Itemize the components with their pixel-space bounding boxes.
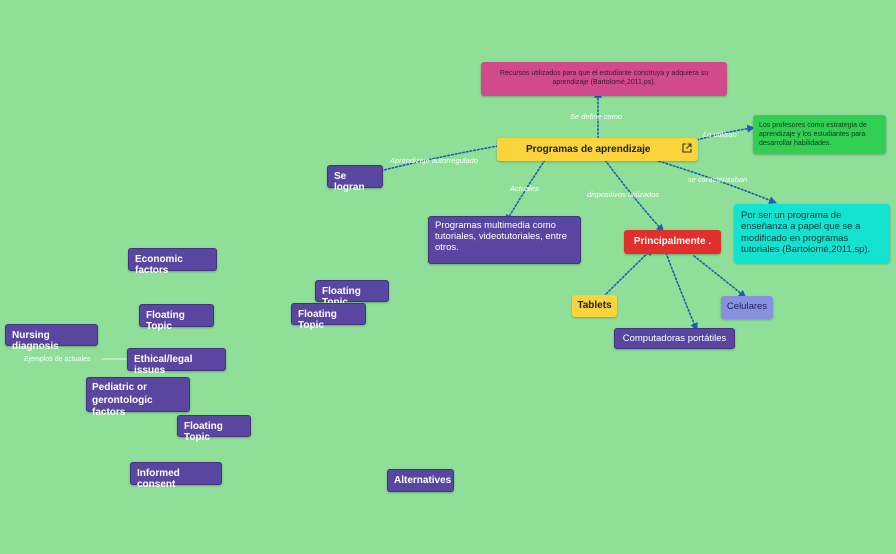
pediatric-factors-node[interactable]: Pediatric or gerontologic factors <box>86 377 190 418</box>
economic-factors-node[interactable]: Economic factors <box>128 248 217 276</box>
floating-topic-2[interactable]: Floating Topic <box>139 304 214 332</box>
current-node[interactable]: Programas multimedia como tutoriales, vi… <box>428 216 581 264</box>
devices-main-node[interactable]: Principalmente . <box>624 230 721 254</box>
characteristic-node[interactable]: Por ser un programa de enseñanza a papel… <box>734 204 890 263</box>
examples-label: Ejemplos de actuales <box>24 356 91 363</box>
central-topic-label: Programas de aprendizaje <box>526 144 651 155</box>
edge-label-current: Actuales <box>510 184 539 193</box>
pediatric-factors-label: Pediatric or gerontologic factors <box>92 382 153 418</box>
central-topic[interactable]: Programas de aprendizaje <box>497 138 698 161</box>
achieved-node[interactable]: Se logran <box>327 165 383 193</box>
floating-topic-1[interactable]: Floating Topic <box>315 280 389 308</box>
definition-text: Recursos utilizados para que el estudian… <box>499 70 709 87</box>
phones-label: Celulares <box>726 301 768 312</box>
edge-label-self-regulated: Aprendizaje autorregulado <box>390 156 478 165</box>
ethical-legal-node[interactable]: Ethical/legal issues <box>127 348 226 376</box>
tablets-label: Tablets <box>577 300 612 311</box>
informed-consent-node[interactable]: Informed consent <box>130 462 222 490</box>
nursing-diagnosis-label: Nursing diagnosis <box>12 330 59 352</box>
economic-factors-label: Economic factors <box>135 254 183 276</box>
floating-topic-4-label: Floating Topic <box>184 421 223 443</box>
characteristic-text: Por ser un programa de enseñanza a papel… <box>741 210 871 256</box>
tablets-node[interactable]: Tablets <box>572 295 617 317</box>
edge-phones <box>693 255 747 299</box>
laptops-label: Computadoras portátiles <box>622 333 727 344</box>
external-link-icon[interactable] <box>682 143 692 153</box>
edge-label-defined-as: Se define como <box>570 112 623 121</box>
edge-label-characterized: se caracterizaban <box>688 175 748 184</box>
users-node[interactable]: Los profesores como estrategia de aprend… <box>753 115 886 154</box>
ethical-legal-label: Ethical/legal issues <box>134 354 193 376</box>
edge-current <box>505 159 546 223</box>
floating-topic-3-label: Floating Topic <box>298 309 337 331</box>
laptops-node[interactable]: Computadoras portátiles <box>614 328 735 349</box>
floating-topic-3[interactable]: Floating Topic <box>291 303 366 331</box>
edge-tablets <box>603 247 654 297</box>
edge-label-devices-used: dispositivos utilizados <box>587 190 660 199</box>
users-text: Los profesores como estrategia de aprend… <box>759 122 867 148</box>
current-text: Programas multimedia como tutoriales, vi… <box>435 220 568 253</box>
edge-laptops <box>665 252 698 331</box>
achieved-label: Se logran <box>334 171 365 193</box>
alternatives-label: Alternatives <box>394 475 452 486</box>
edge-used-by <box>696 124 756 141</box>
devices-main-label: Principalmente . <box>633 236 712 247</box>
edge-characterized <box>654 159 777 204</box>
nursing-diagnosis-node[interactable]: Nursing diagnosis <box>5 324 98 352</box>
edge-label-used-by: Lo utilizan <box>703 130 737 139</box>
floating-topic-4[interactable]: Floating Topic <box>177 415 251 443</box>
floating-topic-2-label: Floating Topic <box>146 310 185 332</box>
edge-devices-used <box>604 159 665 233</box>
informed-consent-label: Informed consent <box>137 468 180 490</box>
phones-node[interactable]: Celulares <box>721 296 773 319</box>
definition-node[interactable]: Recursos utilizados para que el estudian… <box>481 62 727 96</box>
alternatives-node[interactable]: Alternatives <box>387 469 454 492</box>
floating-topic-1-label: Floating Topic <box>322 286 361 308</box>
